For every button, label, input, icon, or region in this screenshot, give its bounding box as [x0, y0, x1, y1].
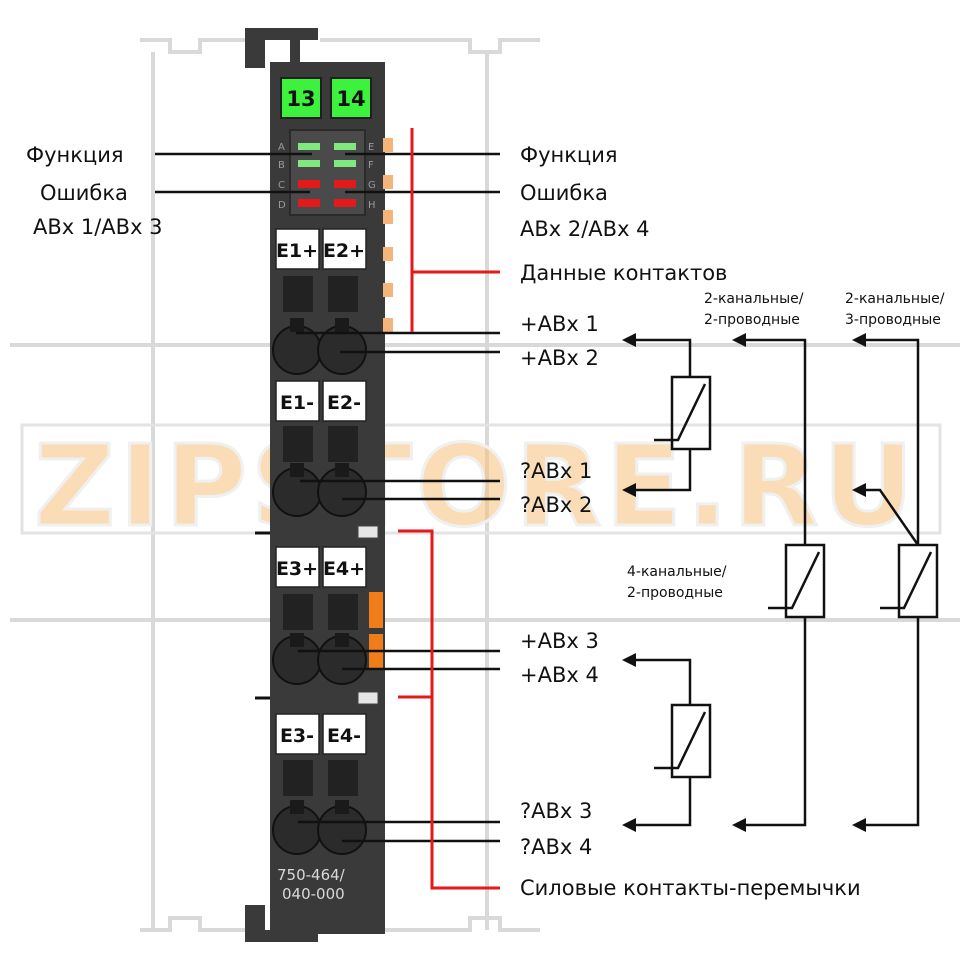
din-rail-outline: [10, 38, 960, 932]
model-number-line2: 040-000: [282, 885, 345, 903]
power-jumper-upper: [357, 525, 379, 539]
terminal-label-e1-plus: E1+: [276, 240, 318, 262]
label-plus-abx1: +ABx 1: [520, 312, 599, 336]
label-error-left: Ошибка: [40, 181, 128, 205]
label-abx-right: ABx 2/ABx 4: [520, 217, 650, 241]
label-minus-abx3: ?ABx 3: [520, 799, 592, 823]
led-f: [334, 160, 356, 167]
label-plus-abx4: +ABx 4: [520, 663, 599, 687]
terminal-label-e3-minus: E3-: [280, 725, 314, 747]
label-2ch-3wire-line2: 3-проводные: [845, 312, 941, 328]
terminal-label-e4-minus: E4-: [327, 725, 361, 747]
terminal-label-e2-minus: E2-: [327, 392, 361, 414]
terminal-label-e2-plus: E2+: [323, 240, 365, 262]
led-letter-h: H: [368, 200, 376, 211]
power-jumper-lower: [357, 691, 379, 705]
led-g: [334, 180, 356, 188]
arrow-heads: [622, 333, 866, 832]
label-4ch-2wire-line1: 4-канальные/: [627, 564, 727, 580]
label-plus-abx2: +ABx 2: [520, 346, 599, 370]
orange-contact-1: [369, 592, 383, 628]
terminal-block-3: [272, 546, 367, 685]
label-abx-left: ABx 1/ABx 3: [33, 215, 163, 239]
label-4ch-2wire-line2: 2-проводные: [627, 585, 723, 601]
led-letter-c: C: [278, 180, 285, 191]
led-a: [298, 143, 320, 150]
terminal-block-1: [272, 228, 367, 375]
label-function-right: Функция: [520, 143, 618, 167]
led-letter-d: D: [278, 200, 286, 211]
led-letter-g: G: [368, 180, 376, 191]
data-contacts: [383, 138, 393, 332]
label-plus-abx3: +ABx 3: [520, 629, 599, 653]
label-function-left: Функция: [26, 143, 124, 167]
label-2ch-3wire-line1: 2-канальные/: [845, 291, 945, 307]
channel-number-13: 13: [286, 87, 315, 111]
terminal-block-4: [272, 713, 367, 855]
label-minus-abx4: ?ABx 4: [520, 835, 592, 859]
watermark-frame: [20, 423, 942, 535]
red-brackets: [398, 128, 500, 890]
led-c: [298, 180, 320, 188]
channel-14-indicator: [330, 77, 372, 119]
led-b: [298, 160, 320, 167]
terminal-label-e1-minus: E1-: [280, 392, 314, 414]
led-e: [334, 143, 356, 150]
terminal-label-e3-plus: E3+: [276, 558, 318, 580]
led-letter-f: F: [368, 160, 374, 171]
label-data-contacts: Данные контактов: [520, 261, 727, 285]
channel-13-indicator: [280, 77, 322, 119]
model-number-line1: 750-464/: [277, 866, 346, 884]
led-d: [298, 199, 320, 207]
module-top-clip: [245, 28, 318, 68]
led-h: [334, 199, 356, 207]
label-error-right: Ошибка: [520, 181, 608, 205]
label-2ch-2wire-line2: 2-проводные: [704, 312, 800, 328]
label-power-contacts: Силовые контакты-перемычки: [520, 876, 861, 900]
label-2ch-2wire-line1: 2-канальные/: [704, 291, 804, 307]
module-bottom-clip: [245, 905, 318, 942]
sensor-circuits: [632, 338, 939, 827]
label-minus-abx2: ?ABx 2: [520, 493, 592, 517]
channel-number-14: 14: [336, 87, 365, 111]
watermark-text: ZIPSTORE.RU: [34, 422, 918, 552]
leader-lines: [155, 152, 500, 843]
terminal-label-e4-plus: E4+: [323, 558, 365, 580]
led-letter-a: A: [278, 142, 285, 153]
led-letter-b: B: [278, 160, 285, 171]
label-minus-abx1: ?ABx 1: [520, 459, 592, 483]
led-letter-e: E: [368, 142, 374, 153]
